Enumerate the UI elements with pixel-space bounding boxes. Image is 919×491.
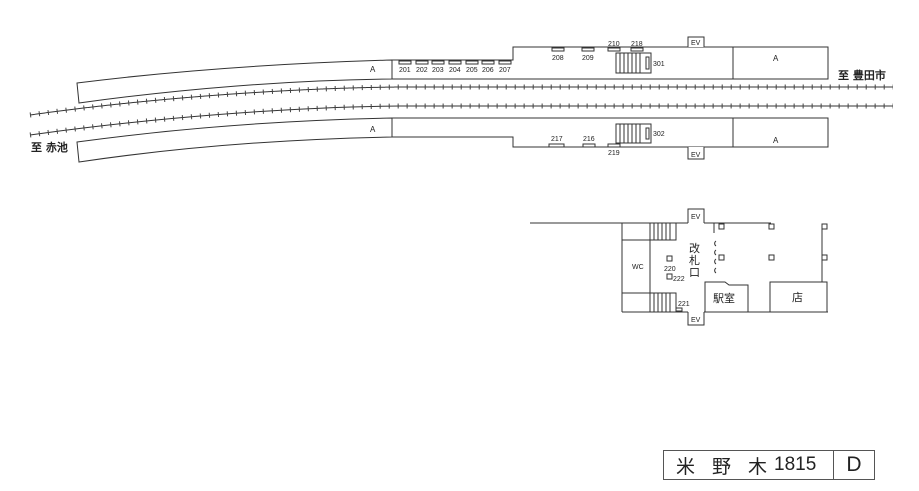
stairs-lower-concourse bbox=[649, 292, 677, 313]
svg-text:206: 206 bbox=[482, 67, 494, 74]
track-lower bbox=[29, 103, 893, 138]
item-221: 221 bbox=[678, 301, 690, 308]
svg-text:219: 219 bbox=[608, 150, 620, 157]
station-name-char-3: 木 bbox=[748, 455, 768, 478]
ev-label-top: EV bbox=[691, 40, 701, 47]
stairs-302: 302 bbox=[615, 123, 665, 144]
ticket-gates bbox=[713, 223, 717, 274]
platform-top: EV A A 201 202 203 204 205 206 207 208 2… bbox=[76, 36, 829, 104]
station-name-char-2: 野 bbox=[712, 455, 732, 478]
stairs-301: 301 bbox=[615, 52, 665, 74]
platform-bottom: EV A A 217 216 219 302 bbox=[76, 117, 829, 163]
gate-label-2: 札 bbox=[689, 254, 700, 267]
svg-text:202: 202 bbox=[416, 67, 428, 74]
station-office-label: 駅室 bbox=[713, 291, 735, 305]
svg-text:217: 217 bbox=[551, 136, 563, 143]
svg-text:208: 208 bbox=[552, 55, 564, 62]
item-220: 220 bbox=[664, 266, 676, 273]
stairs-upper-concourse bbox=[649, 222, 677, 241]
direction-right-label: 至 豊田市 bbox=[838, 68, 886, 82]
section-letter: D bbox=[833, 451, 874, 479]
shelter-mark-top-left: A bbox=[370, 65, 376, 74]
gate-label-1: 改 bbox=[689, 241, 700, 255]
shelter-mark-bottom-left: A bbox=[370, 125, 376, 134]
ev-label-bottom: EV bbox=[691, 152, 701, 159]
svg-text:301: 301 bbox=[653, 61, 665, 68]
track-upper bbox=[29, 84, 893, 118]
title-block: 米 野 木 1815 D bbox=[663, 450, 875, 480]
wc-label: WC bbox=[632, 264, 644, 271]
shop-label: 店 bbox=[792, 290, 803, 304]
shelter-mark-top-right: A bbox=[773, 54, 779, 63]
item-222: 222 bbox=[673, 276, 685, 283]
shelter-mark-bottom-right: A bbox=[773, 136, 779, 145]
ev-label-concourse-bottom: EV bbox=[691, 317, 701, 324]
svg-text:203: 203 bbox=[432, 67, 444, 74]
station-name-char-1: 米 bbox=[676, 455, 696, 478]
svg-text:204: 204 bbox=[449, 67, 461, 74]
svg-text:209: 209 bbox=[582, 55, 594, 62]
svg-text:218: 218 bbox=[631, 41, 643, 48]
platform-bottom-items: 217 216 219 bbox=[548, 136, 621, 157]
direction-left-label: 至 赤池 bbox=[31, 140, 68, 154]
concourse: EV EV WC 改 札 口 22 bbox=[530, 208, 828, 326]
svg-text:205: 205 bbox=[466, 67, 478, 74]
ev-label-concourse-top: EV bbox=[691, 214, 701, 221]
svg-text:210: 210 bbox=[608, 41, 620, 48]
platform-top-items: 201 202 203 204 205 206 207 208 209 210 … bbox=[398, 41, 644, 74]
svg-text:216: 216 bbox=[583, 136, 595, 143]
station-name: 米 野 木 1815 bbox=[664, 451, 833, 479]
svg-text:201: 201 bbox=[399, 67, 411, 74]
svg-text:207: 207 bbox=[499, 67, 511, 74]
gate-label-3: 口 bbox=[689, 266, 700, 279]
svg-text:302: 302 bbox=[653, 131, 665, 138]
station-code: 1815 bbox=[774, 454, 817, 475]
